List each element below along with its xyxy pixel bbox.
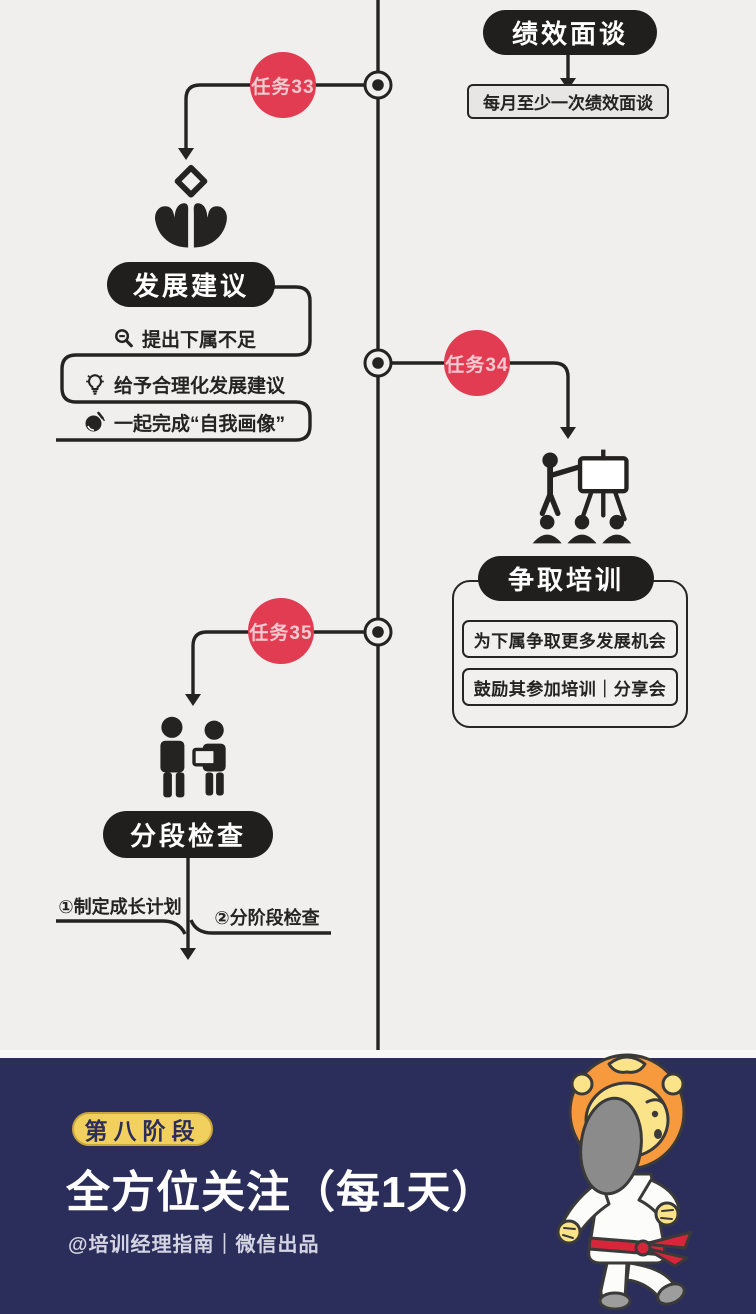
phase-badge: 第八阶段 (72, 1112, 213, 1146)
performance-interview-note: 每月至少一次绩效面谈 (467, 84, 669, 119)
list-item: 提出下属不足 (56, 322, 312, 354)
karate-lion-mascot (556, 1053, 693, 1310)
timeline-nodes (363, 70, 393, 647)
footer-title: 全方位关注（每1天） (66, 1168, 497, 1217)
serpentine-list-line (56, 285, 312, 442)
bulb-icon (86, 374, 104, 395)
list-item-text: 一起完成“自我画像” (113, 413, 285, 435)
list-item: 给予合理化发展建议 (56, 368, 312, 400)
task-35-badge: 任务35 (248, 598, 314, 664)
task-33-badge: 任务33 (250, 52, 316, 118)
list-item-text: 给予合理化发展建议 (113, 375, 285, 397)
seek-training-pill: 争取培训 (478, 556, 654, 601)
development-advice-pill: 发展建议 (107, 262, 275, 307)
magnifier-icon (115, 328, 133, 347)
arrowheads (178, 78, 576, 960)
hands-offering-icon (143, 162, 239, 260)
branch-label: ①制定成长计划 (58, 897, 182, 917)
footer-divider (0, 1050, 756, 1058)
task-34-badge: 任务34 (444, 330, 510, 396)
training-item-box: 鼓励其参加培训｜分享会 (462, 668, 678, 706)
footer-credit: @培训经理指南｜微信出品 (68, 1234, 320, 1256)
training-item-box: 为下属争取更多发展机会 (462, 620, 678, 658)
list-item: 一起完成“自我画像” (56, 406, 312, 438)
performance-interview-pill: 绩效面谈 (483, 10, 657, 55)
list-item-text: 提出下属不足 (141, 329, 256, 351)
people-handover-icon (146, 712, 242, 806)
branch-label: ②分阶段检查 (214, 908, 320, 928)
staged-check-pill: 分段检查 (103, 811, 273, 858)
presentation-icon (524, 444, 640, 548)
palette-icon (85, 411, 106, 432)
